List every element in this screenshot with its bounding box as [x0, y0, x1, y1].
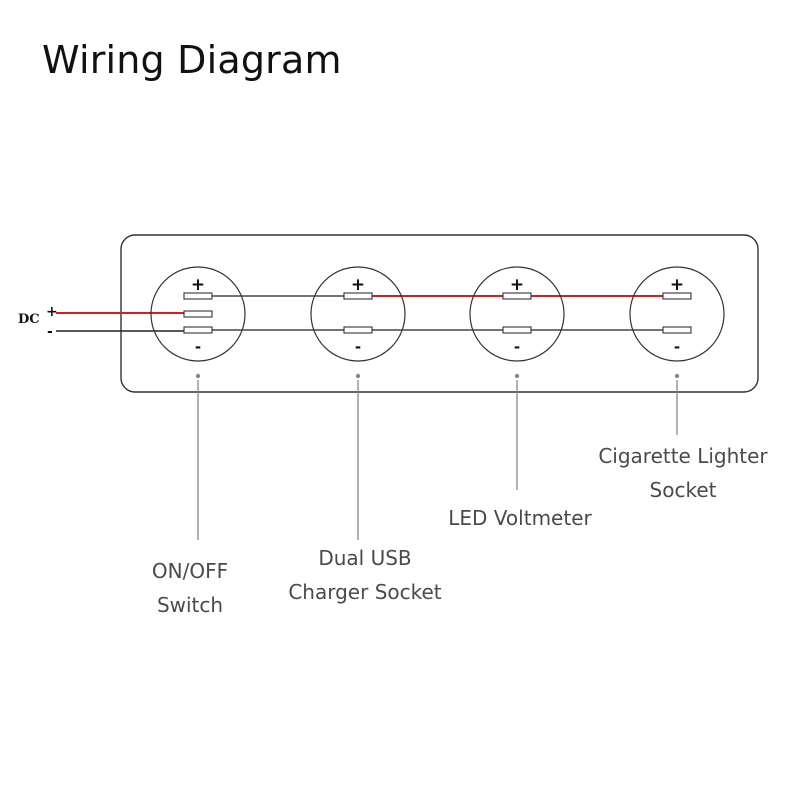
- wires: [56, 295, 663, 332]
- usb-plus-sign: +: [351, 275, 365, 295]
- lighter-positive-terminal: [662, 292, 692, 300]
- component-voltmeter: + - LED Voltmeter: [448, 266, 593, 530]
- lighter-label-line-1: Cigarette Lighter: [598, 444, 768, 468]
- switch-panel: [120, 234, 759, 393]
- switch-minus-sign: -: [195, 338, 201, 356]
- usb-label-line-1: Dual USB: [318, 546, 411, 570]
- voltmeter-minus-sign: -: [514, 338, 520, 356]
- switch-input-terminal: [183, 310, 213, 318]
- diagram-title: Wiring Diagram: [42, 38, 342, 82]
- lighter-negative-terminal: [662, 326, 692, 334]
- voltmeter-leader-dot: [514, 373, 520, 379]
- usb-minus-sign: -: [355, 338, 361, 356]
- usb-label-line-2: Charger Socket: [288, 580, 441, 604]
- switch-label-line-1: ON/OFF: [152, 559, 228, 583]
- dc-label: DC: [18, 312, 40, 327]
- switch-positive-terminal: [183, 292, 213, 300]
- usb-leader-dot: [355, 373, 361, 379]
- usb-positive-terminal: [343, 292, 373, 300]
- lighter-minus-sign: -: [674, 338, 680, 356]
- components: + - ON/OFF Switch + - Dual USB Charger Socket + -…: [150, 266, 768, 617]
- switch-negative-terminal: [183, 326, 213, 334]
- usb-socket-circle: [310, 266, 406, 362]
- voltmeter-negative-terminal: [502, 326, 532, 334]
- lighter-plus-sign: +: [670, 275, 684, 295]
- voltmeter-label-line-1: LED Voltmeter: [448, 506, 592, 530]
- lighter-label-line-2: Socket: [650, 478, 717, 502]
- component-usb: + - Dual USB Charger Socket: [288, 266, 442, 604]
- lighter-socket-circle: [629, 266, 725, 362]
- switch-label-line-2: Switch: [157, 593, 223, 617]
- switch-socket-circle: [150, 266, 246, 362]
- lighter-leader-dot: [674, 373, 680, 379]
- voltmeter-socket-circle: [469, 266, 565, 362]
- voltmeter-positive-terminal: [502, 292, 532, 300]
- dc-minus-sign: -: [47, 324, 53, 340]
- switch-plus-sign: +: [191, 275, 205, 295]
- usb-negative-terminal: [343, 326, 373, 334]
- dc-plus-sign: +: [46, 304, 58, 320]
- voltmeter-plus-sign: +: [510, 275, 524, 295]
- component-switch: + - ON/OFF Switch: [150, 266, 246, 617]
- switch-leader-dot: [195, 373, 201, 379]
